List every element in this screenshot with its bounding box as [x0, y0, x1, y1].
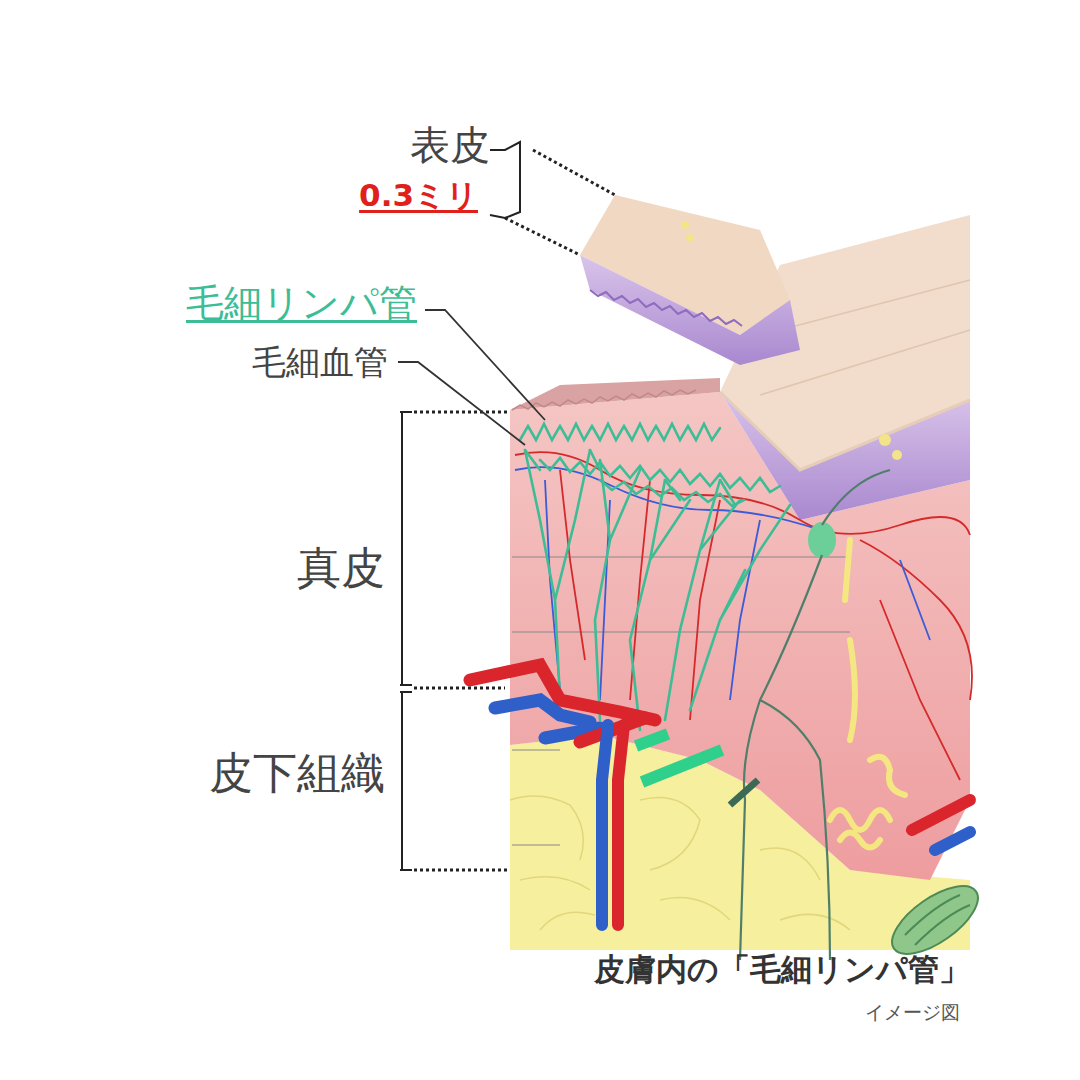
label-holder: 表皮 — [410, 122, 490, 168]
lymph-network — [520, 424, 790, 730]
label-holder: 真皮 — [297, 543, 385, 594]
epidermis-edge — [720, 392, 970, 470]
part-label: 毛細血管 — [252, 343, 388, 382]
label-holder: イメージ図 — [865, 1002, 960, 1024]
dotted-guides — [414, 150, 615, 870]
caption: 皮膚内の「毛細リンパ管」 — [594, 952, 970, 988]
granule — [686, 234, 694, 242]
leader-lines — [398, 310, 545, 445]
dermis — [510, 392, 970, 880]
capillaries — [515, 452, 972, 780]
label-holder: 0.3ミリ — [359, 178, 478, 214]
epidermis-flap-basal — [580, 255, 800, 365]
label-holder: 毛細リンパ管 — [186, 282, 417, 326]
papillary-surface — [510, 378, 720, 410]
label-holder: 皮膚内の「毛細リンパ管」 — [594, 952, 970, 988]
epidermis-basal — [720, 392, 970, 520]
follicle-lines — [905, 895, 970, 945]
label-holder: 皮下組織 — [209, 748, 385, 799]
lymph-node — [808, 522, 836, 558]
flap-ridges — [590, 290, 742, 326]
lymph-vessel-cut — [730, 780, 758, 805]
label-holder: 毛細血管 — [252, 343, 388, 382]
brackets — [400, 142, 520, 870]
lymph-vessel — [740, 470, 890, 960]
papillae — [512, 390, 696, 410]
granule — [879, 434, 891, 446]
layer-label: 皮下組織 — [209, 748, 385, 799]
granule — [892, 450, 902, 460]
note-label: イメージ図 — [865, 1002, 960, 1024]
granule — [681, 221, 689, 229]
lymph-collectors — [636, 734, 722, 782]
vessels — [470, 665, 970, 925]
dimension-label: 0.3ミリ — [359, 178, 478, 214]
part-label: 毛細リンパ管 — [186, 282, 417, 326]
layer-label: 表皮 — [410, 122, 490, 168]
layer-label: 真皮 — [297, 543, 385, 594]
sweat-gland — [830, 540, 905, 848]
